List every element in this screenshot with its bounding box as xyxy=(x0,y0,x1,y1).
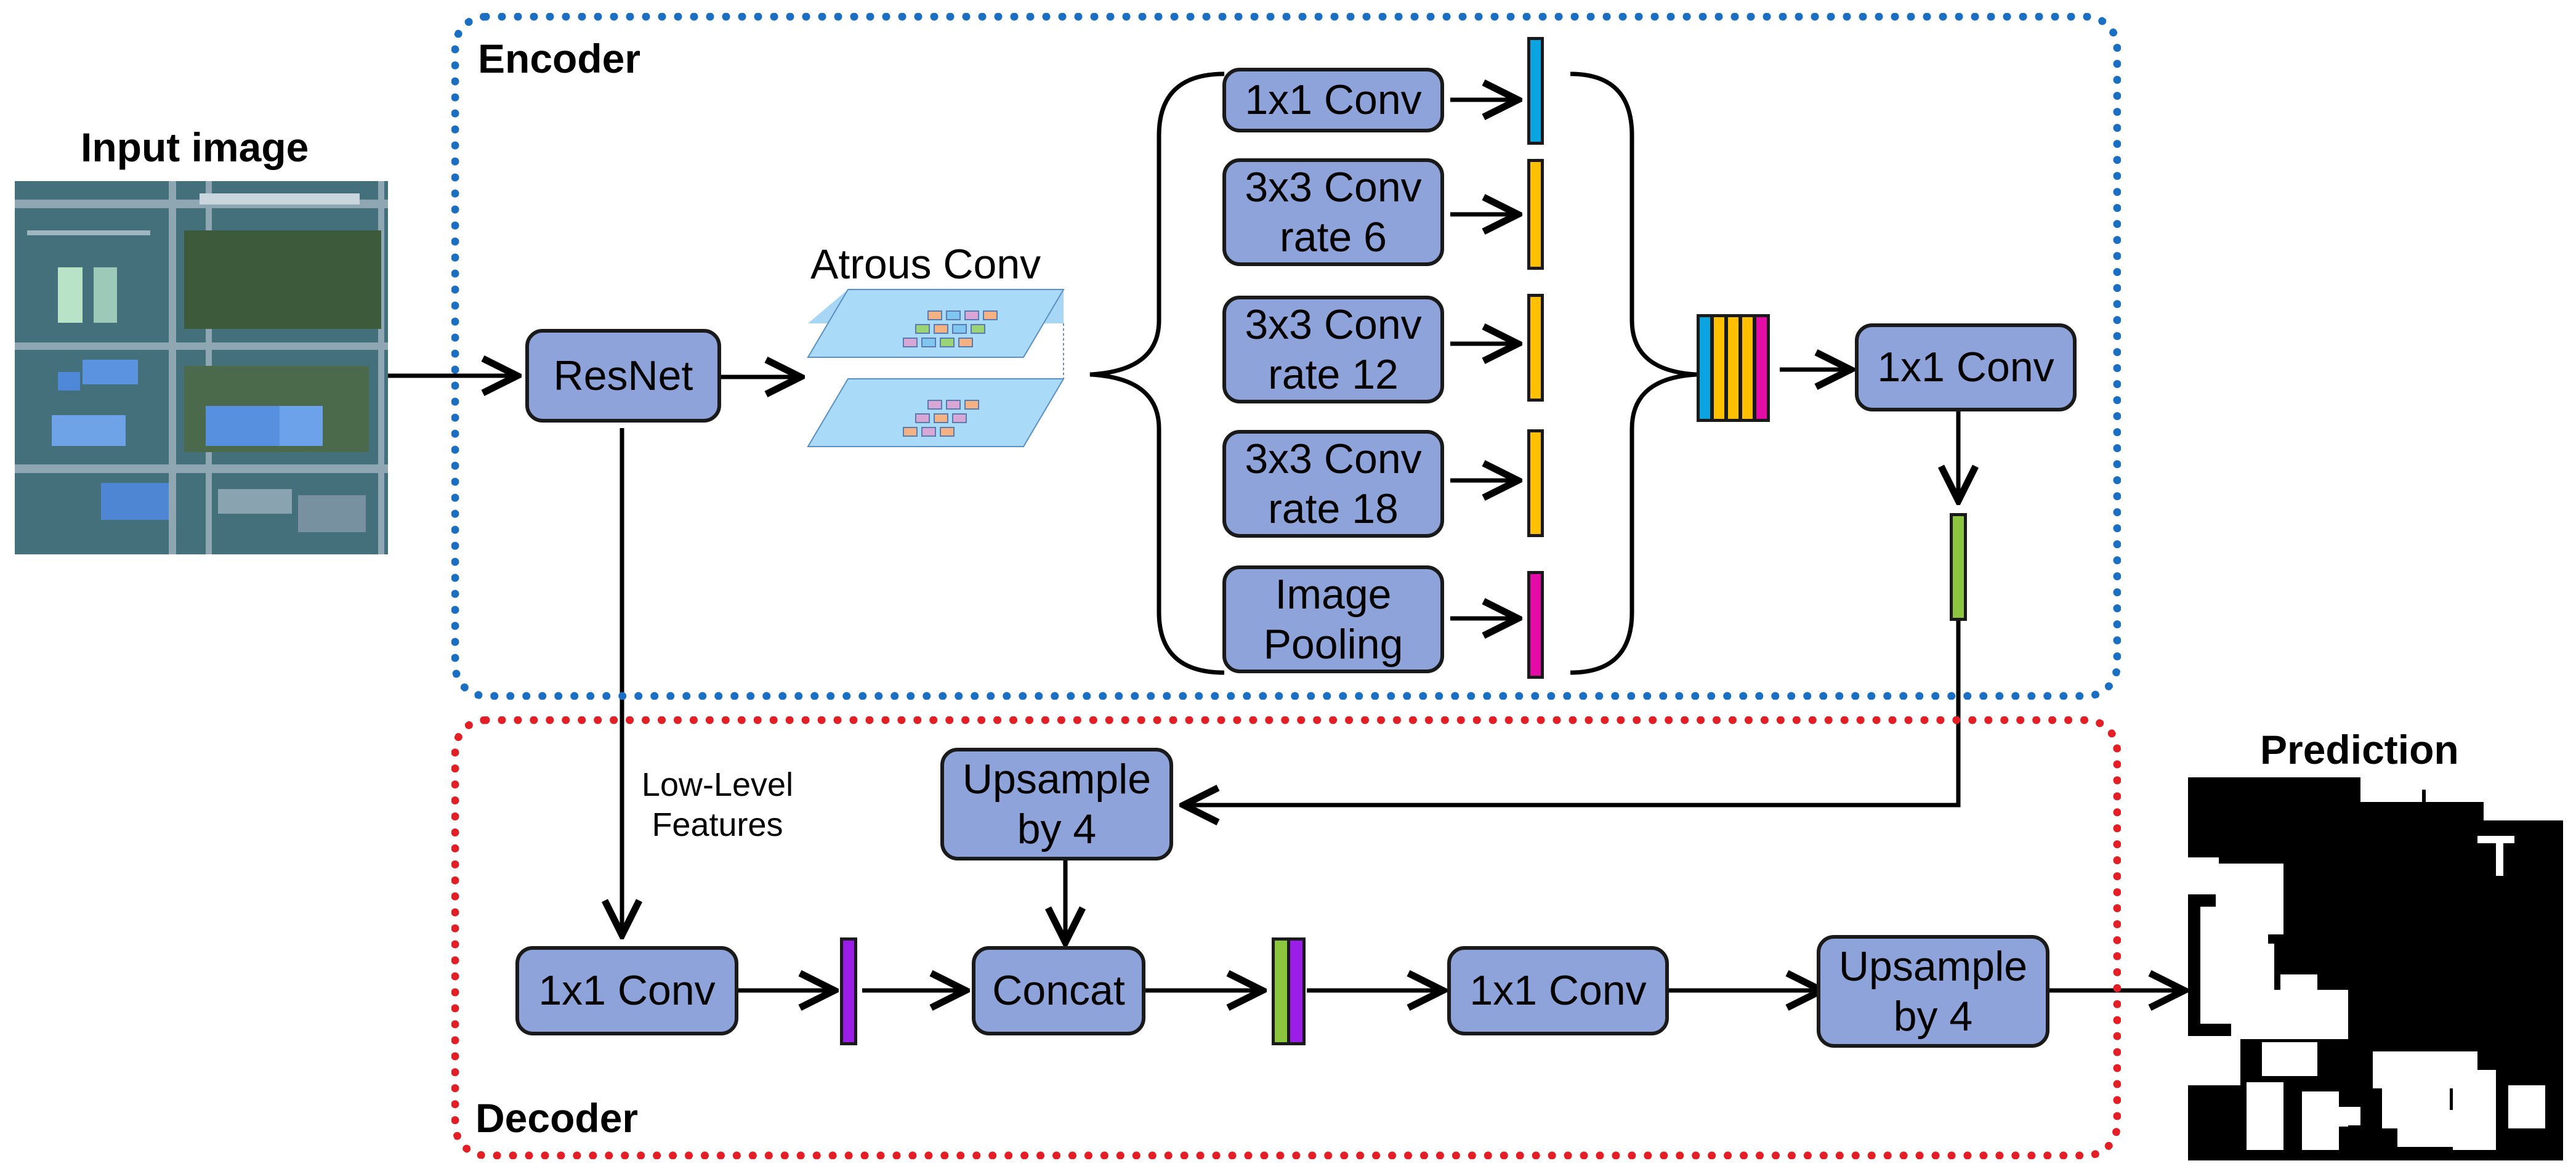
atrous-conv-caption: Atrous Conv xyxy=(810,241,1041,288)
decoder-low-level-1x1-conv: 1x1 Conv xyxy=(515,946,738,1035)
resnet-block: ResNet xyxy=(525,329,721,423)
input-image-title: Input image xyxy=(81,124,309,170)
encoder-1x1-conv: 1x1 Conv xyxy=(1855,323,2077,411)
decoder-1x1-conv: 1x1 Conv xyxy=(1447,946,1669,1035)
encoder-label: Encoder xyxy=(478,36,641,81)
prediction-title: Prediction xyxy=(2260,727,2459,772)
decoder-upsample-by-4-final: Upsample by 4 xyxy=(1817,935,2049,1048)
decoder-label: Decoder xyxy=(475,1095,639,1141)
prediction-mask-image xyxy=(2188,777,2563,1160)
aspp-branch-1x1-conv: 1x1 Conv xyxy=(1222,68,1444,132)
feature-bar-rate-18 xyxy=(1527,429,1544,537)
low-level-feature-bar xyxy=(840,937,857,1045)
decoder-region xyxy=(451,716,2121,1159)
low-level-features-label: Low-Level Features xyxy=(641,766,794,843)
decoder-concat-bar-purple xyxy=(1287,937,1306,1045)
concat-bar-5 xyxy=(1753,314,1770,422)
encoder-region xyxy=(451,13,2121,700)
aspp-branch-rate-18: 3x3 Conv rate 18 xyxy=(1222,430,1444,538)
aspp-left-brace xyxy=(1089,71,1225,675)
feature-bar-rate-6 xyxy=(1527,159,1544,270)
input-satellite-image xyxy=(15,181,388,554)
aspp-branch-rate-6: 3x3 Conv rate 6 xyxy=(1222,158,1444,266)
aspp-branch-rate-12: 3x3 Conv rate 12 xyxy=(1222,296,1444,403)
decoder-upsample-by-4-top: Upsample by 4 xyxy=(940,748,1173,860)
arrow-encoder-to-upsample xyxy=(1184,620,1961,805)
decoder-concat: Concat xyxy=(972,946,1145,1035)
feature-bar-rate-12 xyxy=(1527,294,1544,402)
atrous-conv-illustration xyxy=(805,286,1067,450)
feature-bar-1x1 xyxy=(1527,37,1544,145)
encoder-output-bar xyxy=(1950,513,1967,621)
aspp-branch-image-pooling: Image Pooling xyxy=(1222,565,1444,673)
feature-bar-image-pooling xyxy=(1527,571,1544,679)
